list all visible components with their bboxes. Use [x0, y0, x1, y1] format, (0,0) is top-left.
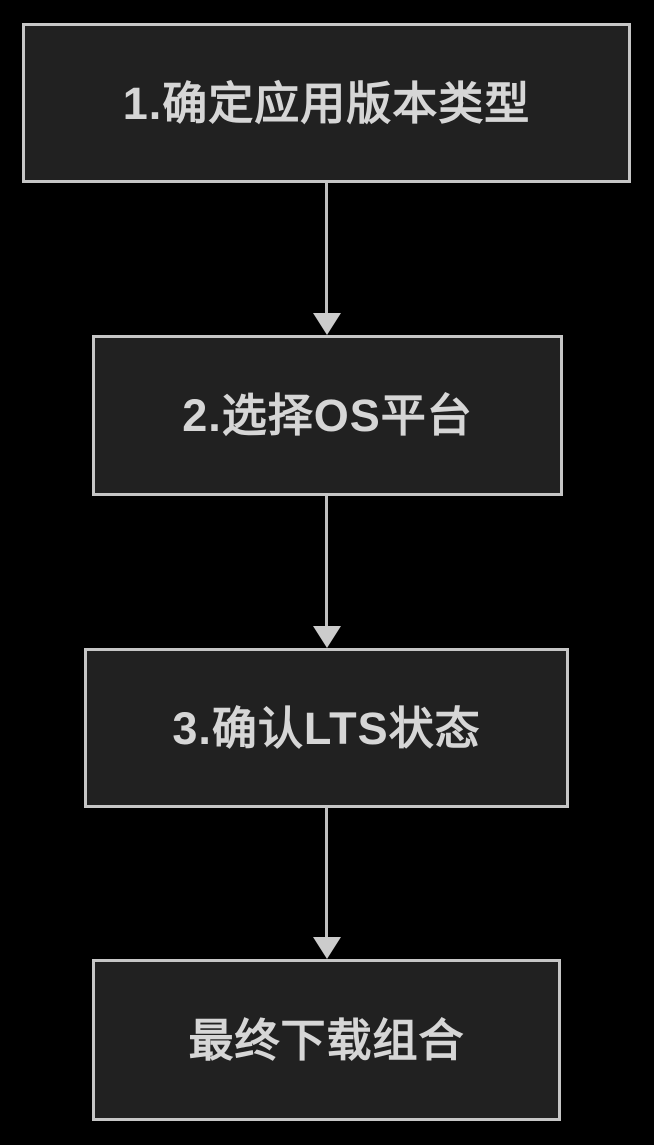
flow-step-4-label: 最终下载组合 — [188, 1014, 465, 1066]
connector-line-3 — [325, 808, 328, 937]
flow-step-3-box: 3.确认LTS状态 — [84, 648, 569, 808]
flow-step-2-box: 2.选择OS平台 — [92, 335, 563, 496]
flow-step-1-label: 1.确定应用版本类型 — [122, 77, 531, 129]
flow-step-4-box: 最终下载组合 — [92, 959, 561, 1121]
connector-line-1 — [325, 183, 328, 313]
arrow-down-icon — [313, 937, 341, 959]
arrow-down-icon — [313, 626, 341, 648]
connector-line-2 — [325, 496, 328, 626]
arrow-down-icon — [313, 313, 341, 335]
flow-step-3-label: 3.确认LTS状态 — [172, 702, 481, 754]
flow-step-1-box: 1.确定应用版本类型 — [22, 23, 631, 183]
flow-step-2-label: 2.选择OS平台 — [182, 390, 473, 441]
